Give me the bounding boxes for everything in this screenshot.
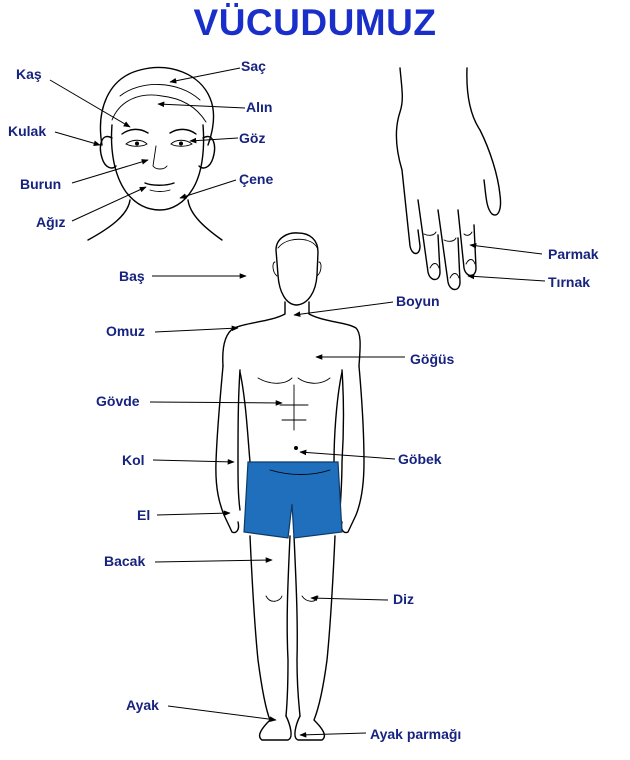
- label-kulak: Kulak: [8, 123, 46, 139]
- label-omuz: Omuz: [106, 323, 145, 339]
- shorts-fill: [243, 461, 343, 539]
- head-drawing: [87, 66, 223, 241]
- label-ayak: Ayak: [126, 697, 159, 713]
- label-bas: Baş: [119, 268, 145, 284]
- label-cene: Çene: [239, 171, 273, 187]
- label-burun: Burun: [20, 176, 61, 192]
- label-parmak: Parmak: [548, 246, 599, 262]
- label-diz: Diz: [393, 591, 414, 607]
- leader-lines: [49, 67, 546, 738]
- label-group: Kaş Saç Alın Kulak Göz Burun Çene Ağız P…: [8, 58, 599, 742]
- label-agiz: Ağız: [36, 214, 66, 230]
- label-sac: Saç: [241, 58, 266, 74]
- label-boyun: Boyun: [396, 293, 440, 309]
- hand-drawing: [395, 67, 502, 291]
- label-ayak-parmagi: Ayak parmağı: [370, 726, 461, 742]
- page-title: VÜCUDUMUZ: [193, 2, 437, 43]
- label-kol: Kol: [122, 452, 145, 468]
- label-el: El: [137, 507, 150, 523]
- label-gobek: Göbek: [398, 451, 442, 467]
- label-goz: Göz: [239, 130, 265, 146]
- label-bacak: Bacak: [104, 553, 145, 569]
- label-tirnak: Tırnak: [548, 274, 590, 290]
- label-govde: Gövde: [96, 393, 140, 409]
- body-drawing: [215, 232, 365, 741]
- label-alin: Alın: [246, 99, 272, 115]
- label-kas: Kaş: [16, 66, 42, 82]
- label-gogus: Göğüs: [410, 351, 455, 367]
